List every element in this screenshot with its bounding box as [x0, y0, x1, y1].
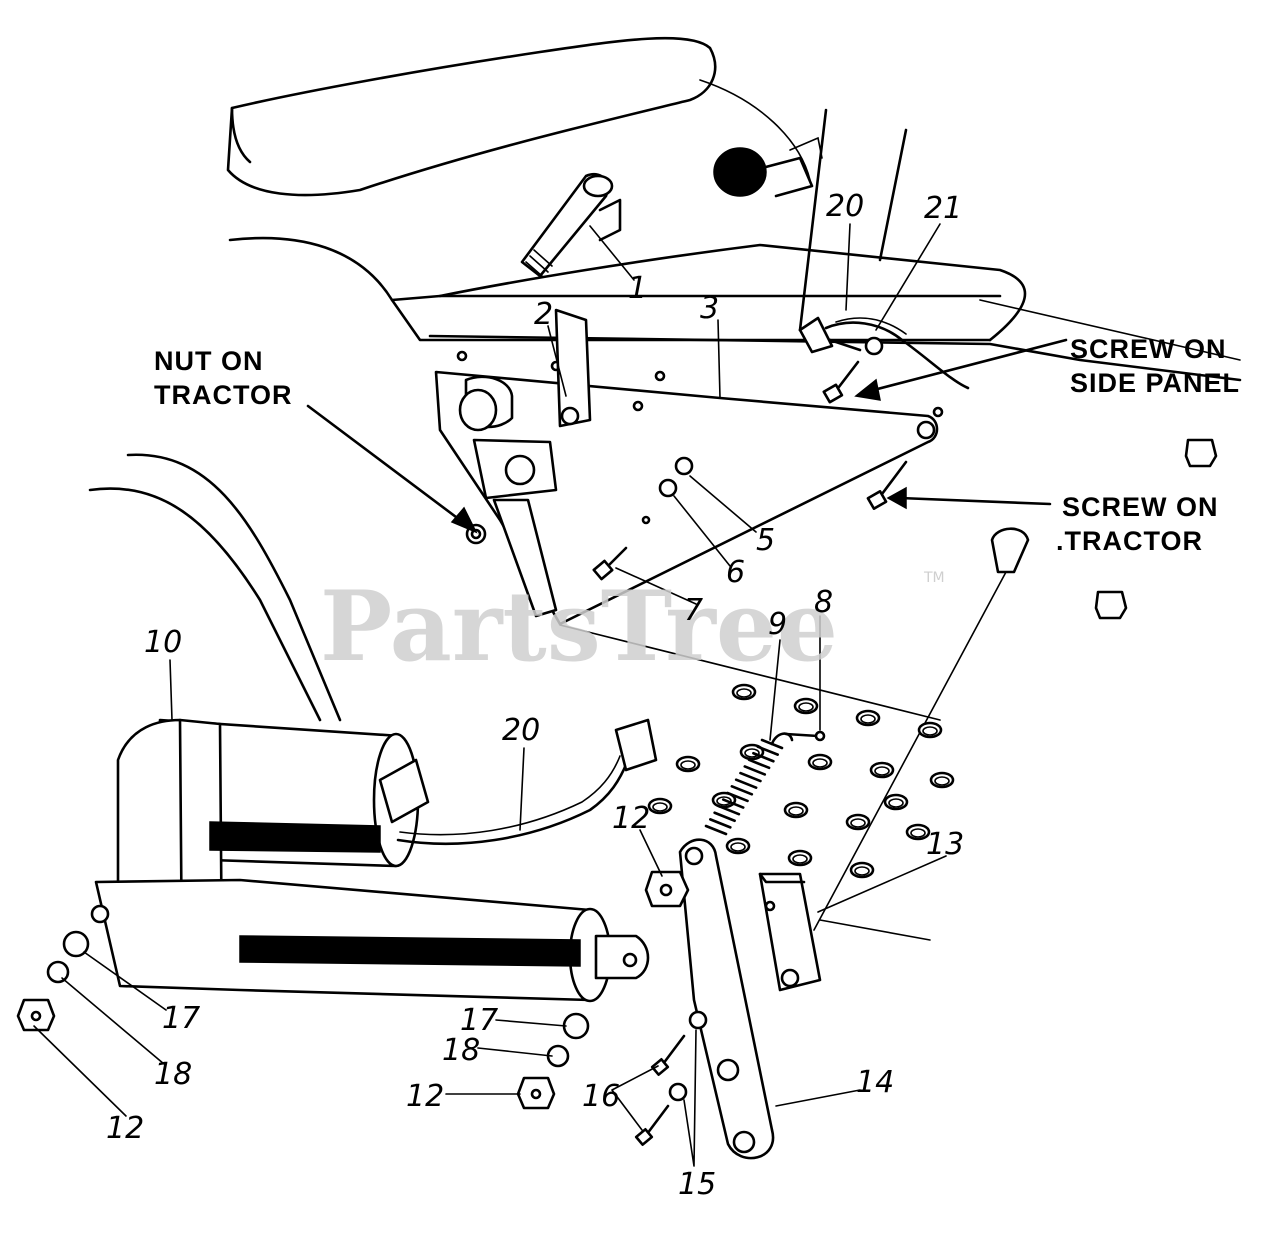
deck-hole-inner	[792, 854, 808, 864]
watermark-text: PartsTree	[320, 570, 838, 683]
part-label-12-lower: 12	[406, 1079, 444, 1114]
wire-harness-top	[798, 316, 970, 390]
part-label-18-right: 18	[442, 1033, 480, 1068]
tractor-seat	[226, 36, 717, 197]
nut-tractor	[465, 523, 487, 545]
part-label-14: 14	[856, 1065, 894, 1100]
tractor-frame-outline	[88, 79, 941, 941]
part-label-18-left: 18	[154, 1057, 192, 1092]
wire-harness-lower	[396, 718, 658, 846]
mounting-block	[758, 872, 822, 992]
spring-coil	[756, 745, 779, 756]
part-label-5: 5	[756, 523, 775, 558]
spring-coil	[709, 818, 732, 829]
watermark-trademark: TM	[923, 570, 945, 586]
callout-nut-on-tractor-line1: NUT ON	[154, 346, 264, 376]
screw-side-panel	[822, 360, 860, 404]
pin	[784, 730, 826, 742]
callout-screw-on-tractor-line2: .TRACTOR	[1056, 526, 1203, 556]
tractor-fender	[228, 236, 1242, 382]
part-label-16: 16	[582, 1079, 620, 1114]
part-label-12-left: 12	[106, 1111, 144, 1146]
deck-hole-inner	[652, 802, 668, 812]
deck-hole-inner	[730, 842, 746, 852]
part-label-7: 7	[684, 593, 703, 628]
hardware-nuts	[16, 870, 708, 1146]
deck-hole-inner	[812, 758, 828, 768]
deck-hole-inner	[888, 798, 904, 808]
deck-hole-inner	[854, 866, 870, 876]
deck-hole-inner	[736, 688, 752, 698]
spring-coil	[721, 798, 745, 809]
callout-screw-side-panel-line2: SIDE PANEL	[1070, 368, 1240, 398]
spring-coil	[743, 765, 767, 776]
callout-screw-side-panel-line1: SCREW ON	[1070, 334, 1227, 364]
part-label-20-lower: 20	[502, 713, 540, 748]
deck-plate-holes	[647, 683, 955, 879]
part-label-9: 9	[768, 607, 787, 642]
spring-coil	[704, 824, 728, 836]
screw-tractor	[866, 460, 908, 510]
deck-hole-inner	[680, 760, 696, 770]
part-label-3: 3	[700, 291, 719, 326]
part-label-20-top: 20	[826, 189, 864, 224]
deck-hole-inner	[716, 796, 732, 806]
deck-hole-inner	[850, 818, 866, 828]
deck-hole-inner	[922, 726, 938, 736]
part-label-15: 15	[678, 1167, 716, 1202]
part-label-1: 1	[628, 271, 647, 306]
part-label-2: 2	[534, 297, 553, 332]
spring-coil	[730, 785, 754, 796]
spring	[704, 732, 794, 836]
part-label-17-left: 17	[162, 1001, 200, 1036]
spring-coil	[747, 758, 771, 770]
ignition-switch	[713, 136, 823, 198]
spring-hook	[770, 732, 794, 746]
callout-screw-on-tractor-line1: SCREW ON	[1062, 492, 1219, 522]
pivot-pin	[813, 527, 1030, 931]
spring-coil	[752, 751, 775, 763]
lift-arm	[678, 838, 775, 1160]
deck-hole-inner	[874, 766, 890, 776]
deck-hole-inner	[788, 806, 804, 816]
part-label-17-right: 17	[460, 1003, 498, 1038]
deck-hole-inner	[934, 776, 950, 786]
part-label-12-upper: 12	[612, 801, 650, 836]
actuator-motor	[90, 718, 650, 1003]
part-label-13: 13	[926, 827, 964, 862]
part-labels: 1 2 3 5 6 7 8 9 10 12 12 12 13 14 15 16 …	[106, 189, 964, 1202]
mounting-bracket	[434, 308, 944, 626]
part-label-8: 8	[814, 585, 833, 620]
console-post	[798, 108, 908, 352]
deck-hole-inner	[860, 714, 876, 724]
spring-coil	[717, 804, 741, 816]
part-label-21: 21	[924, 191, 962, 226]
callout-arrows	[306, 338, 1068, 534]
deck-hole-inner	[910, 828, 926, 838]
bolt-heads-right	[1094, 438, 1218, 620]
leader-lines	[33, 223, 947, 1167]
part-label-10: 10	[144, 625, 182, 660]
spring-coil	[713, 811, 736, 823]
callout-nut-on-tractor-line2: TRACTOR	[154, 380, 293, 410]
lift-lever	[520, 173, 622, 278]
spring-coil	[734, 778, 758, 789]
deck-hole-inner	[744, 748, 760, 758]
spring-coil	[739, 771, 762, 783]
spring-coil	[726, 791, 749, 803]
hardware-5-6-7	[592, 456, 694, 581]
part-label-6: 6	[726, 555, 745, 590]
deck-hole-inner	[798, 702, 814, 712]
